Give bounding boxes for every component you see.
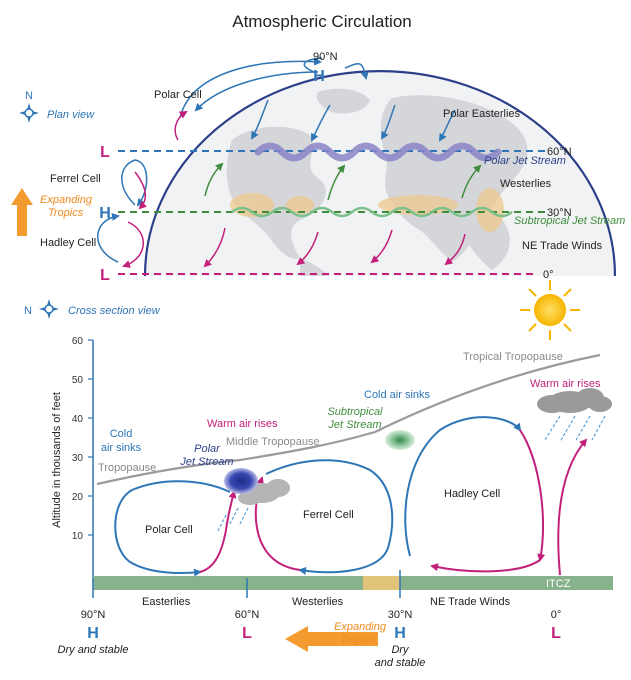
plan-hadley-cell: Hadley Cell [40, 237, 96, 249]
cross-section-label: Cross section view [68, 305, 161, 317]
subtropic-stable: and stable [375, 657, 426, 669]
polar-top-loops [174, 57, 369, 141]
itcz-label: ITCZ [546, 578, 571, 590]
polar-jet-label: Polar Jet Stream [179, 443, 233, 468]
svg-text:Jet Stream: Jet Stream [179, 456, 233, 468]
y-axis-ticks [88, 339, 93, 536]
plan-polar-jet-label: Polar Jet Stream [484, 155, 566, 167]
expanding-tropics-up-arrow [11, 188, 33, 236]
sun-icon [520, 280, 580, 340]
warm-air-rises-polar: Warm air rises [207, 418, 278, 430]
north-pole-high: H [313, 68, 325, 85]
y-tick-50: 50 [72, 375, 84, 386]
lat-0-label: 0° [543, 269, 554, 281]
subtropical-jet-wave [231, 206, 513, 218]
plan-polar-easterlies: Polar Easterlies [443, 108, 521, 120]
plan-expanding-word1: Expanding [40, 194, 93, 206]
warm-air-rises-tropics: Warm air rises [530, 378, 601, 390]
plan-polar-cell: Polar Cell [154, 89, 202, 101]
svg-text:N: N [24, 305, 32, 317]
hadley-cell-loop [404, 416, 588, 576]
ferrel-cell-label: Ferrel Cell [303, 509, 354, 521]
polar-cell-label: Polar Cell [145, 524, 193, 536]
plan-high-30: H [99, 205, 111, 222]
polar-cell-loop [114, 480, 237, 577]
subtropic-dry: Dry [391, 644, 410, 656]
plan-westerlies: Westerlies [500, 178, 552, 190]
north-pole-label: 90°N [313, 51, 338, 63]
cs-high-30: H [394, 625, 406, 642]
surface-trade-winds: NE Trade Winds [430, 596, 511, 608]
plan-low-0: L [100, 267, 110, 284]
plan-low-60: L [100, 144, 110, 161]
cell-side-loops [97, 159, 148, 268]
cs-expanding-word2: Tropics [340, 634, 376, 646]
polar-easterly-arrows [250, 99, 456, 142]
svg-text:Cold: Cold [110, 428, 133, 440]
cs-high-90: H [87, 625, 99, 642]
tropopause-curve [96, 353, 601, 486]
storm-cloud-tropical-icon [537, 388, 612, 443]
cs-lat-90: 90°N [81, 609, 106, 621]
svg-text:Polar: Polar [194, 443, 221, 455]
cross-section-view: N Cross section view [24, 280, 613, 669]
surface-easterlies: Easterlies [142, 596, 191, 608]
y-tick-30: 30 [72, 453, 84, 464]
cold-air-sinks-polar: Cold air sinks [101, 428, 142, 454]
y-axis-label: Altitude in thousands of feet [51, 392, 63, 528]
cs-lat-60: 60°N [235, 609, 260, 621]
plan-ferrel-cell: Ferrel Cell [50, 173, 101, 185]
cs-low-60: L [242, 625, 252, 642]
tropical-tropopause-label: Tropical Tropopause [463, 351, 563, 363]
svg-text:Jet Stream: Jet Stream [327, 419, 381, 431]
plan-subtropical-jet-label: Subtropical Jet Stream [514, 215, 625, 227]
plan-expanding-word2: Tropics [48, 207, 84, 219]
svg-text:air sinks: air sinks [101, 442, 142, 454]
y-tick-40: 40 [72, 414, 84, 425]
cs-lat-0: 0° [551, 609, 562, 621]
cold-air-sinks-subtropic: Cold air sinks [364, 389, 431, 401]
plan-view: N Plan view 60°N 30°N 0 [11, 51, 625, 284]
tropopause-label: Tropopause [98, 462, 156, 474]
cs-low-0: L [551, 625, 561, 642]
y-tick-20: 20 [72, 492, 84, 503]
lat-60-label: 60°N [547, 146, 572, 158]
subtropical-jet-label: Subtropical Jet Stream [327, 406, 383, 431]
lat-30-label: 30°N [547, 207, 572, 219]
compass-icon: N [24, 299, 59, 319]
subtropical-jet-stream-core [385, 430, 415, 450]
svg-text:Subtropical: Subtropical [327, 406, 383, 418]
expanding-tropics-left-arrow [285, 626, 378, 652]
pole-dry-stable: Dry and stable [58, 644, 129, 656]
ground-strip [93, 576, 613, 590]
subtropical-desert-strip [363, 576, 400, 590]
cs-expanding-word1: Expanding [334, 621, 387, 633]
svg-text:N: N [25, 90, 33, 102]
plan-trade-winds: NE Trade Winds [522, 240, 603, 252]
plan-view-label: Plan view [47, 109, 95, 121]
surface-westerlies: Westerlies [292, 596, 344, 608]
cs-lat-30: 30°N [388, 609, 413, 621]
polar-jet-stream-wave [254, 142, 502, 162]
y-tick-10: 10 [72, 531, 84, 542]
westerly-arrows [204, 162, 482, 201]
compass-icon: N [19, 90, 39, 123]
middle-tropopause-label: Middle Tropopause [226, 436, 320, 448]
y-tick-60: 60 [72, 336, 84, 347]
trade-wind-arrows [203, 227, 466, 268]
diagram-title: Atmospheric Circulation [232, 12, 412, 31]
globe-outline [143, 69, 617, 277]
polar-jet-stream-core [224, 468, 258, 494]
hadley-cell-label: Hadley Cell [444, 488, 500, 500]
